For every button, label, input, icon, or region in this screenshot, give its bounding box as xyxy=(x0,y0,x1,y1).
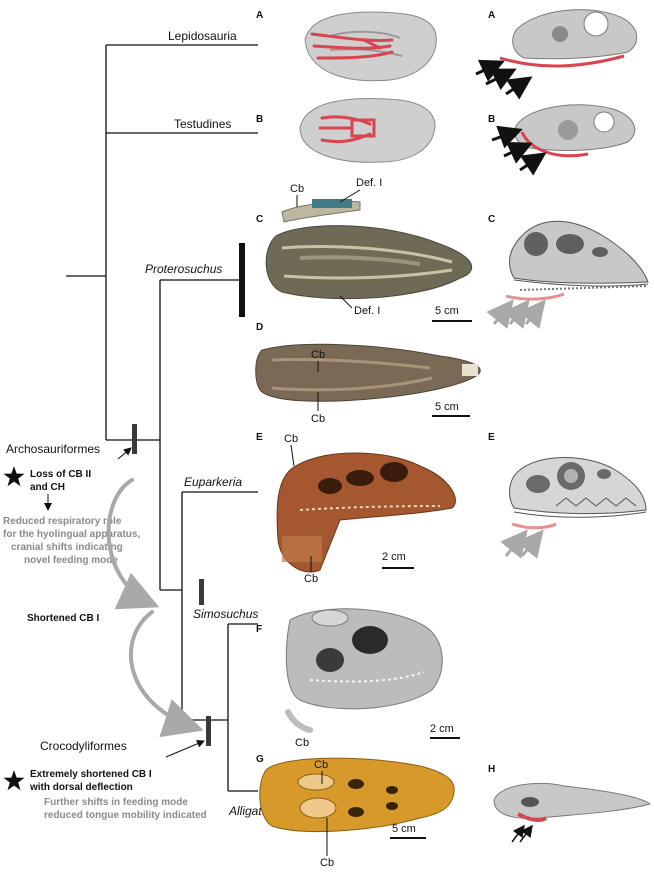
loss-of-cb-label-line2: and CH xyxy=(30,482,65,493)
def-pointer-lower xyxy=(339,295,353,309)
lepidosaur-skull-ventral xyxy=(304,11,437,82)
cb-pointer xyxy=(290,444,295,467)
scale-label-d: 5 cm xyxy=(435,401,459,413)
panel-left-b: B xyxy=(256,114,263,125)
taxon-euparkeria: Euparkeria xyxy=(184,475,242,489)
lepidosaur-skull-lateral xyxy=(499,9,638,68)
extreme-cb-label-line1: Extremely shortened CB I xyxy=(30,769,152,780)
cb-annotation: Cb xyxy=(320,857,334,869)
proterosuchus-fossil xyxy=(265,199,473,300)
panel-left-e: E xyxy=(256,432,263,443)
reduced-role-line4: novel feeding mode xyxy=(24,555,118,566)
node-label-crocodyliformes: Crocodyliformes xyxy=(40,739,127,753)
alligator-skull-ventral xyxy=(259,757,455,833)
def-pointer xyxy=(339,189,361,203)
cb-annotation: Cb xyxy=(311,349,325,361)
loss-of-cb-label-line1: Loss of CB II xyxy=(30,469,91,480)
grey-arrows xyxy=(486,299,546,329)
taxon-lepidosauria: Lepidosauria xyxy=(168,29,237,43)
hyoid-apparatus xyxy=(318,115,376,144)
cladogram xyxy=(66,44,258,792)
panel-right-c: C xyxy=(488,214,495,225)
black-arrows xyxy=(475,59,533,100)
hyoid-apparatus xyxy=(310,32,394,60)
extreme-cb-label-line2: with dorsal deflection xyxy=(29,782,133,793)
grey-arrows xyxy=(500,529,544,559)
cb-annotation: Cb xyxy=(295,737,309,749)
cb-annotation: Cb xyxy=(304,573,318,585)
proterosuchus-diagram xyxy=(505,220,649,301)
node-bar-shortened xyxy=(199,579,204,605)
star-icon xyxy=(3,770,25,791)
scale-label-e: 2 cm xyxy=(382,551,406,563)
panel-left-f: F xyxy=(256,624,262,635)
star-icon xyxy=(3,466,25,487)
taxon-proterosuchus: Proterosuchus xyxy=(145,262,222,276)
specimen-d-fossil xyxy=(255,343,481,402)
reduced-role-line1: Reduced respiratory role xyxy=(3,516,122,527)
proterosuchus-range-bar xyxy=(239,243,245,317)
alligator-skull-lateral xyxy=(493,782,652,823)
reduced-role-line3: cranial shifts indicating xyxy=(11,542,123,553)
panel-right-h: H xyxy=(488,764,495,775)
euparkeria-diagram xyxy=(509,457,647,530)
euparkeria-skull xyxy=(276,452,456,573)
pointer-archosauriformes xyxy=(117,447,132,460)
scale-label-c: 5 cm xyxy=(435,305,459,317)
further-shifts-line1: Further shifts in feeding mode xyxy=(44,797,188,808)
cb-annotation: Cb xyxy=(284,433,298,445)
cb-annotation: Cb xyxy=(311,413,325,425)
black-arrows xyxy=(491,125,547,176)
cb-annotation: Cb xyxy=(290,183,304,195)
reduced-role-line2: for the hyolingual apparatus, xyxy=(3,529,140,540)
testudine-skull-ventral xyxy=(299,98,436,163)
shortened-cb-label: Shortened CB I xyxy=(27,613,99,624)
node-bar-archosauriformes xyxy=(132,424,137,454)
panel-right-b: B xyxy=(488,114,495,125)
further-shifts-line2: reduced tongue mobility indicated xyxy=(44,810,207,821)
node-bar-crocodyliformes xyxy=(206,716,211,746)
def-annotation-lower: Def. I xyxy=(354,305,380,317)
panel-right-a: A xyxy=(488,10,495,21)
panel-right-e: E xyxy=(488,432,495,443)
testudine-skull-lateral xyxy=(514,104,636,158)
panel-left-d: D xyxy=(256,322,263,333)
def-annotation: Def. I xyxy=(356,177,382,189)
panel-left-a: A xyxy=(256,10,263,21)
grey-transition-arrows xyxy=(106,478,204,738)
simosuchus-skull xyxy=(285,608,443,733)
panel-left-c: C xyxy=(256,214,263,225)
panel-left-g: G xyxy=(256,754,264,765)
scale-label-g: 5 cm xyxy=(392,823,416,835)
pointer-crocodyliformes xyxy=(165,740,205,758)
taxon-simosuchus: Simosuchus xyxy=(193,607,258,621)
black-arrows xyxy=(511,824,533,843)
cb-annotation: Cb xyxy=(314,759,328,771)
scale-label-f: 2 cm xyxy=(430,723,454,735)
node-label-archosauriformes: Archosauriformes xyxy=(6,442,100,456)
taxon-testudines: Testudines xyxy=(174,117,231,131)
